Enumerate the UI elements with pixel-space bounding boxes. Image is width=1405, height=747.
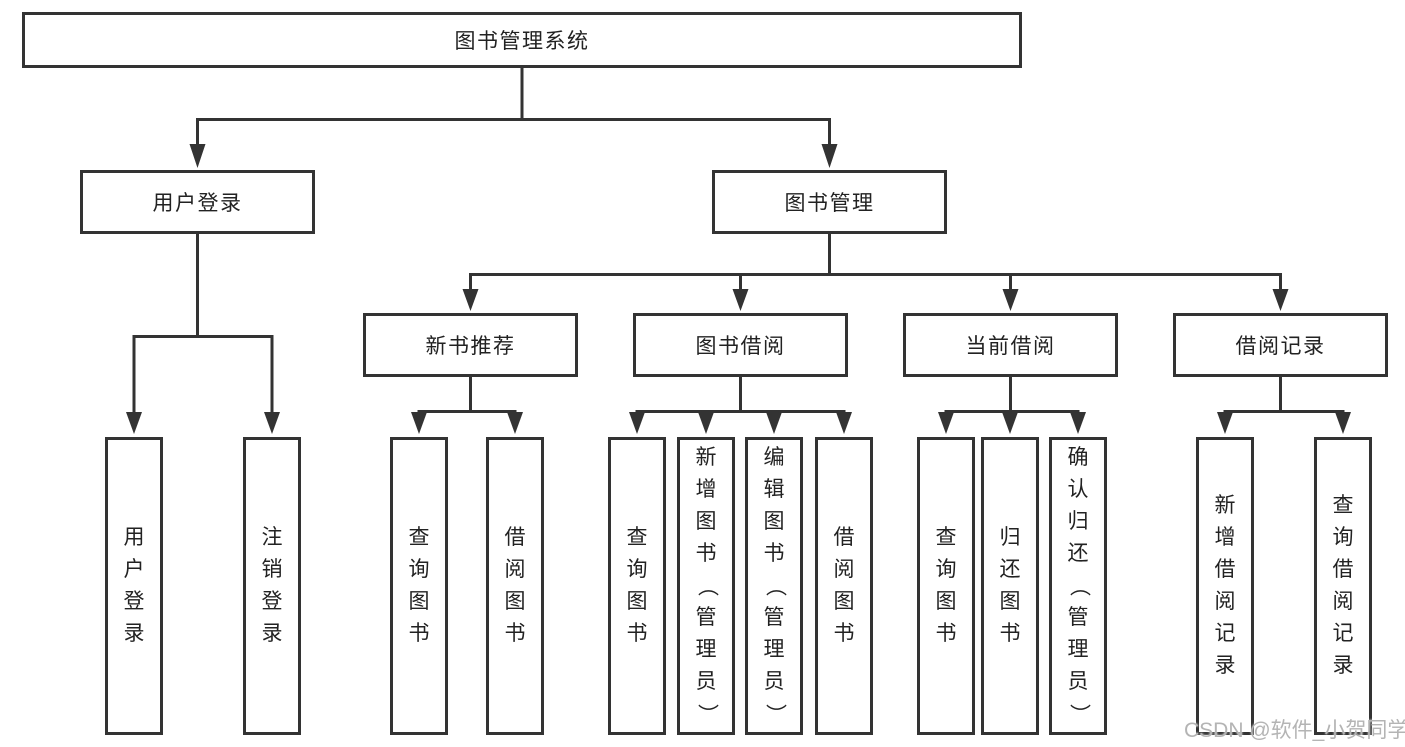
arrow-down-icon — [1272, 289, 1289, 311]
connector-user-login — [132, 234, 274, 412]
node-borrow-records: 借阅记录 — [1173, 313, 1388, 377]
arrow-down-icon — [411, 412, 427, 434]
arrow-down-icon — [836, 412, 852, 434]
arrow-down-icon — [189, 144, 206, 168]
node-label: 注销登录 — [261, 526, 283, 645]
arrow-down-icon — [1070, 412, 1086, 434]
node-label: 借阅图书 — [504, 526, 526, 645]
node-leaf-user-login: 用户登录 — [105, 437, 163, 735]
arrow-down-icon — [507, 412, 523, 434]
node-label: 借阅图书 — [833, 526, 855, 645]
arrow-down-icon — [1217, 412, 1233, 434]
node-leaf-borrow-books-2: 借阅图书 — [815, 437, 873, 735]
node-current-borrow: 当前借阅 — [903, 313, 1118, 377]
connector-book-borrow — [635, 377, 846, 413]
arrow-down-icon — [938, 412, 954, 434]
node-user-login: 用户登录 — [80, 170, 315, 234]
node-label: 新增借阅记录 — [1214, 494, 1236, 677]
node-label: 查询图书 — [935, 526, 957, 645]
node-leaf-query-borrow-record: 查询借阅记录 — [1314, 437, 1372, 735]
node-leaf-edit-books-admin: 编辑图书（管理员） — [745, 437, 803, 735]
node-label: 图书借阅 — [695, 335, 786, 358]
arrow-down-icon — [698, 412, 714, 434]
arrow-down-icon — [1002, 289, 1019, 311]
node-leaf-add-books-admin: 新增图书（管理员） — [677, 437, 735, 735]
node-book-borrow: 图书借阅 — [633, 313, 848, 377]
node-leaf-confirm-return-admin: 确认归还（管理员） — [1049, 437, 1107, 735]
arrow-down-icon — [1335, 412, 1351, 434]
arrow-down-icon — [462, 289, 479, 311]
node-label: 归还图书 — [999, 526, 1021, 645]
node-library-system: 图书管理系统 — [22, 12, 1022, 68]
watermark-text: CSDN @软件_小贺同学 — [1184, 719, 1405, 742]
arrow-down-icon — [766, 412, 782, 434]
connector-book-management — [469, 234, 1282, 290]
node-book-management: 图书管理 — [712, 170, 947, 234]
arrow-down-icon — [126, 412, 142, 434]
node-label: 新书推荐 — [425, 335, 516, 358]
node-leaf-query-books-3: 查询图书 — [917, 437, 975, 735]
node-label: 查询借阅记录 — [1332, 494, 1354, 677]
node-leaf-query-books-2: 查询图书 — [608, 437, 666, 735]
connector-borrow-records — [1223, 377, 1345, 413]
node-label: 确认归还（管理员） — [1067, 446, 1090, 725]
connector-root — [196, 68, 831, 145]
node-leaf-query-books-1: 查询图书 — [390, 437, 448, 735]
node-leaf-logout: 注销登录 — [243, 437, 301, 735]
node-label: 图书管理 — [784, 192, 875, 215]
arrow-down-icon — [1002, 412, 1018, 434]
arrow-down-icon — [821, 144, 838, 168]
node-label: 当前借阅 — [965, 335, 1056, 358]
node-label: 查询图书 — [626, 526, 648, 645]
connector-new-book-recommend — [417, 377, 517, 413]
node-new-book-recommend: 新书推荐 — [363, 313, 578, 377]
connector-current-borrow — [944, 377, 1080, 413]
arrow-down-icon — [732, 289, 749, 311]
node-label: 借阅记录 — [1235, 335, 1326, 358]
arrow-down-icon — [264, 412, 280, 434]
node-label: 查询图书 — [408, 526, 430, 645]
node-label: 用户登录 — [152, 192, 243, 215]
node-leaf-add-borrow-record: 新增借阅记录 — [1196, 437, 1254, 735]
node-label: 图书管理系统 — [454, 30, 590, 53]
node-label: 用户登录 — [123, 526, 145, 645]
node-label: 编辑图书（管理员） — [763, 446, 786, 725]
arrow-down-icon — [629, 412, 645, 434]
node-leaf-return-books: 归还图书 — [981, 437, 1039, 735]
node-label: 新增图书（管理员） — [695, 446, 718, 725]
node-leaf-borrow-books-1: 借阅图书 — [486, 437, 544, 735]
